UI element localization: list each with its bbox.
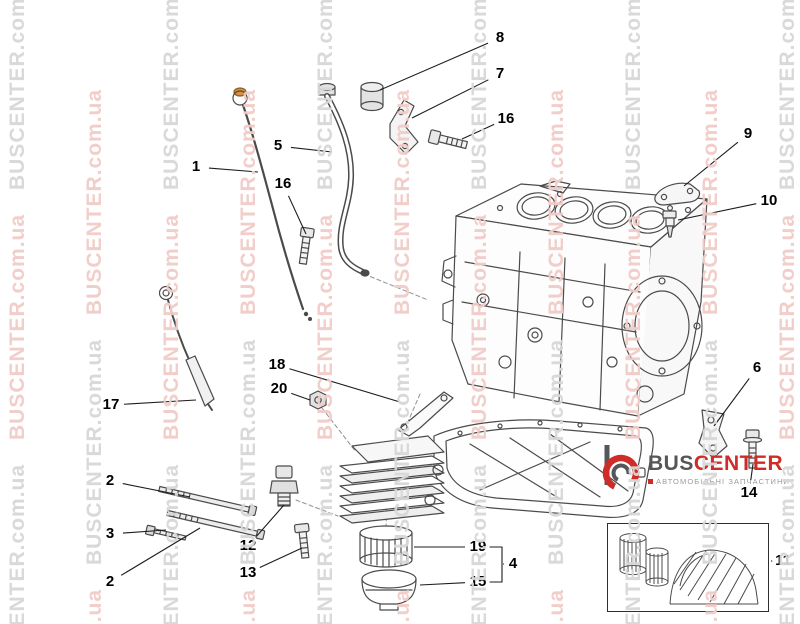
leader-line-20 (291, 392, 311, 401)
stud-bolts-drawing (158, 485, 266, 540)
callout-3: 3 (105, 524, 115, 542)
leader-line-9 (683, 141, 739, 187)
group-4-bracket (489, 546, 503, 583)
bolt-16-top-drawing (427, 129, 469, 150)
callout-16: 16 (274, 174, 292, 192)
callout-2: 2 (105, 471, 115, 489)
oil-filter-element-drawing (359, 525, 413, 568)
leader-line-13 (259, 547, 303, 569)
callout-20: 20 (270, 379, 288, 397)
logo-text-center: CENTER (693, 451, 784, 475)
oil-filter-cap-drawing (361, 569, 417, 611)
inset-drawing (619, 533, 759, 605)
callout-12: 12 (239, 536, 257, 554)
leader-line-7 (411, 79, 489, 119)
buscenter-logo: BUSCENTER АВТОМОБІЛЬНІ ЗАПЧАСТИНИ (598, 442, 790, 496)
leader-line-15 (419, 582, 466, 586)
buscenter-logo-mark (602, 445, 640, 492)
bolt-13-drawing (293, 522, 310, 559)
inset-filter-icons (619, 533, 669, 587)
bracket-9-drawing (654, 182, 701, 206)
inset-car-icon (669, 549, 759, 605)
leader-line-18 (289, 368, 401, 403)
dipstick-drawing (232, 87, 313, 322)
bolt-14-drawing (742, 429, 763, 469)
callout-5: 5 (273, 136, 283, 154)
leader-line-14 (750, 463, 754, 481)
callout-14: 14 (740, 483, 758, 501)
logo-tagline-text: АВТОМОБІЛЬНІ ЗАПЧАСТИНИ (656, 477, 791, 487)
leader-line-2 (122, 483, 191, 498)
plug-20-drawing (309, 390, 327, 410)
inset-box (607, 523, 769, 612)
oil-pan-drawing (433, 419, 654, 519)
oil-pressure-sensor-drawing (269, 465, 299, 507)
leader-line-17 (123, 399, 197, 405)
callout-10: 10 (760, 191, 778, 209)
callout-15: 15 (469, 572, 487, 590)
leader-line-16 (461, 123, 495, 140)
engine-block-drawing (441, 180, 708, 417)
callout-1: 1 (191, 157, 201, 175)
callout-16: 16 (497, 109, 515, 127)
leader-line-12 (256, 504, 285, 537)
leader-line-8 (379, 42, 489, 91)
callout-7: 7 (495, 64, 505, 82)
callout-11: 11 (775, 551, 791, 569)
callout-8: 8 (495, 28, 505, 46)
leader-line-10 (677, 203, 757, 221)
bracket-7-drawing (389, 99, 419, 155)
callout-19: 19 (469, 537, 487, 555)
oil-dipstick-tube-drawing (318, 82, 370, 277)
callout-2: 2 (105, 572, 115, 590)
bracket-6-drawing (698, 409, 728, 459)
leader-line-16 (287, 195, 307, 235)
callout-18: 18 (268, 355, 286, 373)
leader-line-5 (290, 146, 333, 153)
leader-line-2 (120, 527, 201, 576)
leader-line-1 (208, 167, 259, 173)
callout-4: 4 (508, 554, 518, 572)
logo-text-bus: BUS (648, 451, 694, 475)
cap-8-drawing (360, 81, 384, 112)
callout-13: 13 (239, 563, 257, 581)
dipstick-17-drawing (158, 285, 215, 411)
logo-name: BUSCENTER (648, 452, 790, 475)
callout-6: 6 (752, 358, 762, 376)
logo-tagline-bullet (648, 479, 653, 485)
oil-cooler-drawing (339, 435, 445, 524)
logo-tagline: АВТОМОБІЛЬНІ ЗАПЧАСТИНИ (648, 477, 790, 486)
leader-line-3 (122, 529, 167, 534)
logo-text-block: BUSCENTER АВТОМОБІЛЬНІ ЗАПЧАСТИНИ (648, 452, 790, 486)
leader-line-6 (713, 378, 750, 427)
callout-17: 17 (102, 395, 120, 413)
callout-9: 9 (743, 124, 753, 142)
gasket-18-drawing (397, 391, 454, 437)
sensor-10-drawing (662, 205, 677, 238)
